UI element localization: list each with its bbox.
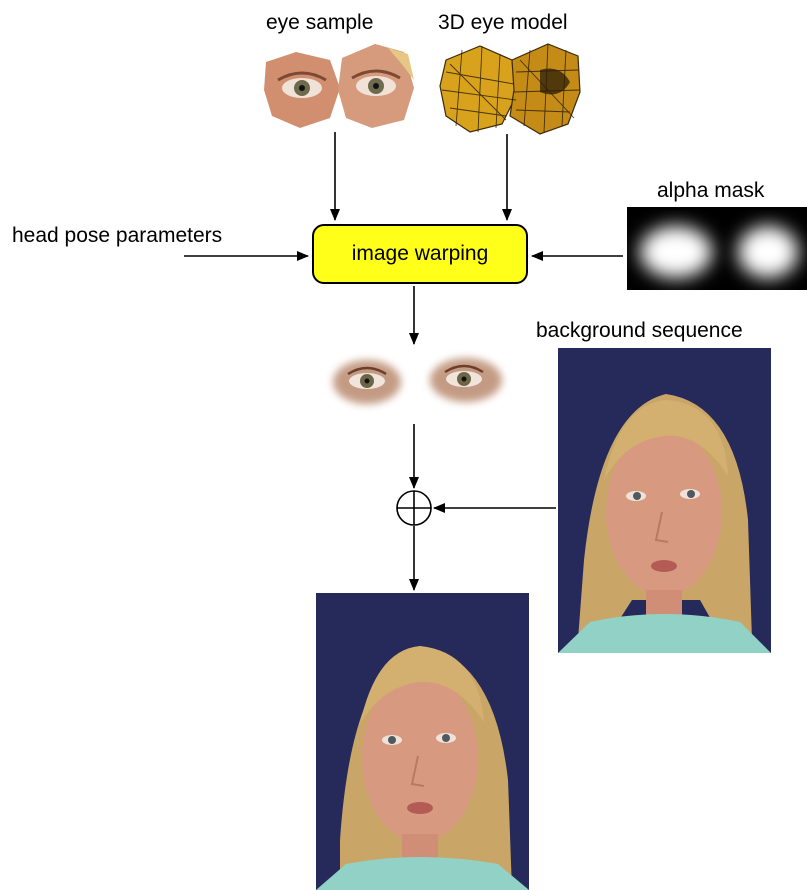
image-warping-label: image warping xyxy=(352,242,489,266)
image-warping-box: image warping xyxy=(312,224,528,284)
eye-sample-image xyxy=(264,44,414,128)
background-sequence-image xyxy=(558,348,771,653)
alpha-mask-image xyxy=(627,207,807,290)
head-pose-label: head pose parameters xyxy=(12,225,222,246)
eye-model-label: 3D eye model xyxy=(438,12,568,33)
eye-sample-label: eye sample xyxy=(266,12,373,33)
warped-eyes-image xyxy=(333,358,502,404)
alpha-mask-label: alpha mask xyxy=(657,180,764,201)
output-composite-image xyxy=(316,593,529,890)
eye-model-mesh-image xyxy=(440,44,580,134)
combiner-plus-icon xyxy=(397,491,431,525)
background-sequence-label: background sequence xyxy=(536,320,743,341)
